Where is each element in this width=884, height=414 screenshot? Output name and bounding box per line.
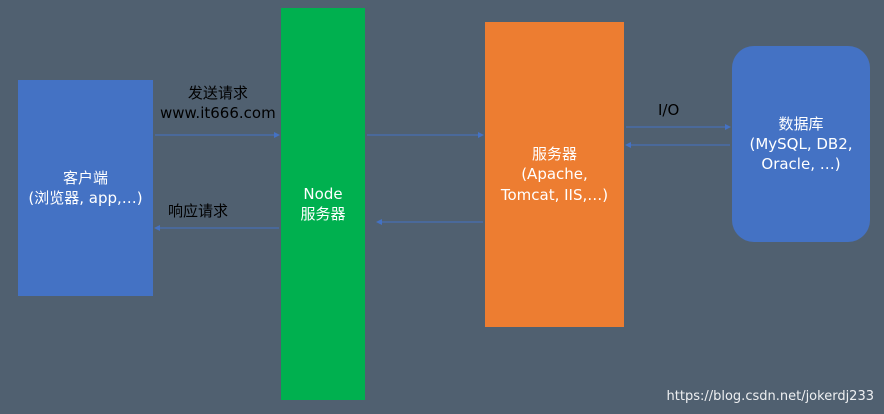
node-server-box: Node 服务器 <box>281 8 365 400</box>
node-title: Node <box>303 184 343 203</box>
send-request-text: 发送请求 <box>187 84 248 102</box>
send-request-url: www.it666.com <box>160 103 276 122</box>
database-subtitle-line2: Oracle, …) <box>761 155 841 174</box>
io-label: I/O <box>658 101 680 119</box>
respond-request-label: 响应请求 <box>168 202 229 220</box>
watermark: https://blog.csdn.net/jokerdj233 <box>666 389 874 404</box>
database-box: 数据库 (MySQL, DB2, Oracle, …) <box>732 46 870 242</box>
server-subtitle-line2: Tomcat, IIS,…) <box>500 185 609 204</box>
node-subtitle: 服务器 <box>300 205 346 223</box>
client-subtitle: (浏览器, app,…) <box>28 189 143 207</box>
server-subtitle-line1: (Apache, <box>521 165 588 184</box>
database-subtitle-line1: (MySQL, DB2, <box>749 134 853 153</box>
client-title: 客户端 <box>62 168 108 187</box>
send-request-label: 发送请求 www.it666.com <box>160 84 276 123</box>
server-box: 服务器 (Apache, Tomcat, IIS,…) <box>485 22 624 327</box>
database-title: 数据库 <box>778 114 824 133</box>
server-title: 服务器 <box>531 145 577 164</box>
client-box: 客户端 (浏览器, app,…) <box>18 80 153 296</box>
